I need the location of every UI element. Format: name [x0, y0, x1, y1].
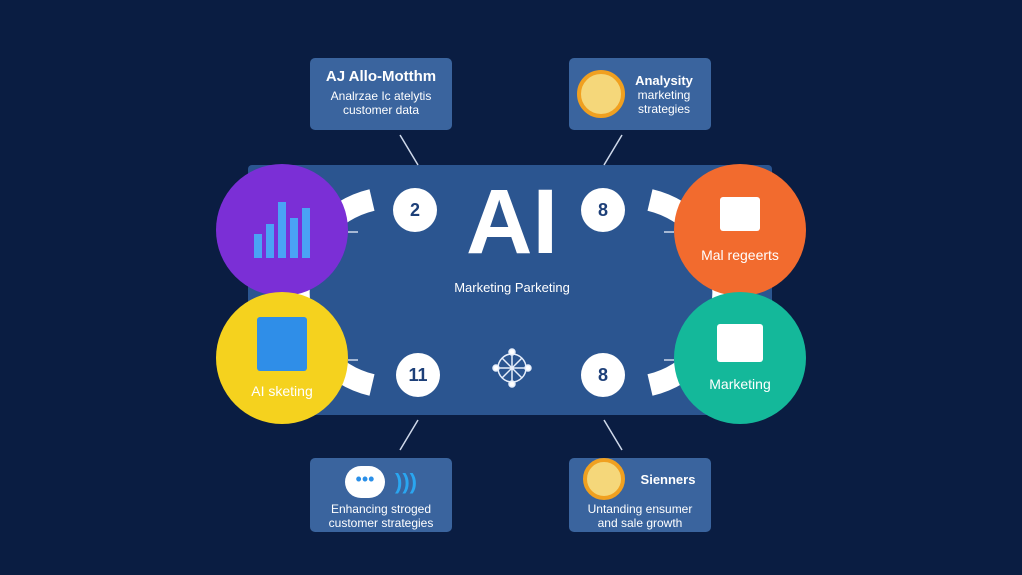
document-chart-icon — [257, 317, 307, 371]
bar-chart-icon — [254, 202, 310, 258]
step-number: 8 — [581, 188, 625, 232]
center-title: AI — [466, 171, 558, 273]
signal-icon: ))) — [395, 469, 417, 494]
report-icon — [720, 197, 760, 231]
chart-globe-icon — [577, 70, 625, 118]
top-right-card: Analysity marketing strategies — [569, 58, 711, 130]
card-title: Sienners — [640, 471, 696, 487]
network-icon — [492, 348, 532, 388]
purple-analytics-circle — [216, 164, 348, 296]
center-subtitle: Marketing Parketing — [454, 280, 570, 295]
bottom-right-card: Sienners Untanding ensumer and sale grow… — [569, 458, 711, 532]
chart-globe-icon — [583, 458, 625, 500]
card-text: Enhancing stroged customer strategies — [328, 502, 434, 530]
circle-label: Marketing — [709, 376, 771, 392]
card-text: marketing strategies — [637, 87, 691, 116]
chat-bubble-icon: ••• — [345, 466, 385, 498]
yellow-sketing-circle: AI sketing — [216, 292, 348, 424]
circle-label: Mal regeerts — [701, 247, 779, 263]
card-title: Analysity — [635, 72, 693, 88]
dashboard-icon — [717, 324, 763, 362]
orange-reports-circle: Mal regeerts — [674, 164, 806, 296]
card-text: Analrzae Ic atelytis customer data — [330, 89, 432, 117]
step-number: 8 — [581, 353, 625, 397]
top-left-card: AJ Allo-Motthm Analrzae Ic atelytis cust… — [310, 58, 452, 130]
step-number: 11 — [396, 353, 440, 397]
teal-marketing-circle: Marketing — [674, 292, 806, 424]
step-number: 2 — [393, 188, 437, 232]
bottom-left-card: ••• ))) Enhancing stroged customer strat… — [310, 458, 452, 532]
card-title: AJ Allo-Motthm — [325, 68, 437, 85]
card-text: Untanding ensumer and sale growth — [587, 502, 693, 530]
circle-label: AI sketing — [251, 383, 313, 399]
